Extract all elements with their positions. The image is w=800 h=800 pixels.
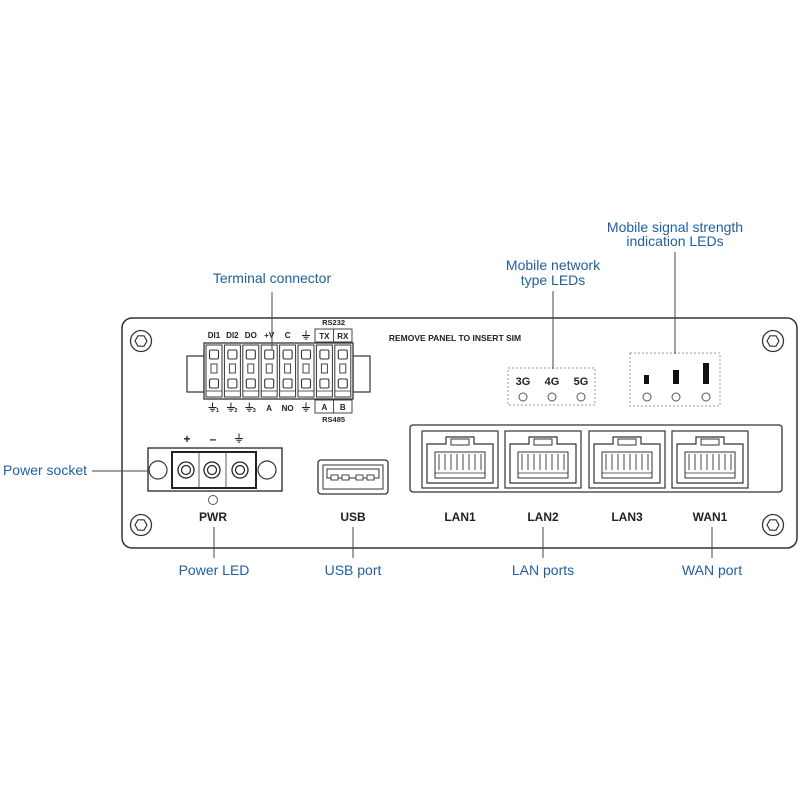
lan2-port (504, 430, 582, 489)
port-label-lan3: LAN3 (611, 510, 643, 524)
led-label-3g: 3G (516, 376, 531, 388)
signal-bar-icon (644, 375, 649, 384)
callout-power-socket: Power socket (3, 462, 87, 478)
screw-icon (129, 513, 153, 537)
ground-subscript-2: 2 (234, 408, 237, 414)
usb-port (317, 459, 389, 495)
led-indicator-icon (642, 392, 652, 402)
port-label-lan2: LAN2 (527, 510, 559, 524)
rs232-title: RS232 (322, 318, 345, 327)
sim-notice: REMOVE PANEL TO INSERT SIM (389, 333, 521, 343)
callout-usb-port: USB port (325, 562, 382, 578)
terminal-pin (334, 344, 352, 398)
callout-network-type-leds-line2: type LEDs (521, 272, 586, 288)
screw-icon (761, 329, 785, 353)
terminal-pin (297, 344, 315, 398)
rs485-title: RS485 (322, 415, 345, 424)
rs232-label-tx: TX (319, 332, 330, 341)
power-socket-mount-hole (148, 460, 168, 480)
power-terminal (231, 461, 249, 479)
led-indicator-icon (576, 392, 586, 402)
power-terminal (177, 461, 195, 479)
port-label-lan1: LAN1 (444, 510, 476, 524)
terminal-label-c: C (285, 331, 291, 340)
terminal-pin (315, 344, 333, 398)
power-pin-plus-label: + (183, 432, 190, 446)
lan1-port (421, 430, 499, 489)
network-type-leds: 3G 4G 5G (507, 367, 596, 406)
port-label-wan1: WAN1 (693, 510, 728, 524)
terminal-left-flange (186, 355, 205, 393)
power-terminal (203, 461, 221, 479)
callout-terminal-connector: Terminal connector (213, 270, 332, 286)
led-indicator-icon (518, 392, 528, 402)
ethernet-ports (409, 424, 783, 493)
rs232-label-rx: RX (337, 332, 349, 341)
terminal-pin (279, 344, 297, 398)
terminal-right-flange (352, 355, 371, 393)
power-socket-mount-hole (257, 460, 277, 480)
signal-bar-icon (703, 363, 709, 384)
ground-subscript-1: 1 (216, 408, 219, 414)
lan3-port (588, 430, 666, 489)
power-led-icon (208, 495, 218, 505)
screw-icon (129, 329, 153, 353)
terminal-label-di1: DI1 (208, 331, 221, 340)
terminal-pin (205, 344, 223, 398)
terminal-connector: DI1 DI2 DO +V C RS232 TX RX 1 2 3 A NO A… (186, 318, 371, 424)
ground-subscript-3: 3 (253, 408, 256, 414)
terminal-label-no: NO (282, 404, 294, 413)
callout-signal-strength-leds-line1: Mobile signal strength (607, 219, 743, 235)
wan1-port (671, 430, 749, 489)
port-label-pwr: PWR (199, 510, 227, 524)
rs485-label-a: A (322, 403, 328, 412)
led-indicator-icon (701, 392, 711, 402)
terminal-label-a: A (266, 404, 272, 413)
terminal-pin (223, 344, 241, 398)
led-indicator-icon (671, 392, 681, 402)
terminal-pin (242, 344, 260, 398)
power-pin-minus-label: – (210, 432, 217, 446)
led-indicator-icon (547, 392, 557, 402)
callout-lan-ports: LAN ports (512, 562, 574, 578)
callout-power-led: Power LED (179, 562, 250, 578)
terminal-label-plus-v: +V (264, 331, 275, 340)
network-type-leds-frame (507, 367, 596, 406)
led-label-5g: 5G (574, 376, 589, 388)
screw-icon (761, 513, 785, 537)
led-label-4g: 4G (545, 376, 560, 388)
callout-network-type-leds-line1: Mobile network (506, 257, 601, 273)
callout-signal-strength-leds-line2: indication LEDs (626, 233, 723, 249)
terminal-pin (260, 344, 278, 398)
callout-wan-port: WAN port (682, 562, 742, 578)
power-socket: + – (147, 432, 283, 492)
signal-bar-icon (673, 370, 679, 384)
rs485-label-b: B (340, 403, 346, 412)
port-label-usb: USB (340, 510, 366, 524)
terminal-label-di2: DI2 (226, 331, 239, 340)
terminal-label-do: DO (245, 331, 257, 340)
